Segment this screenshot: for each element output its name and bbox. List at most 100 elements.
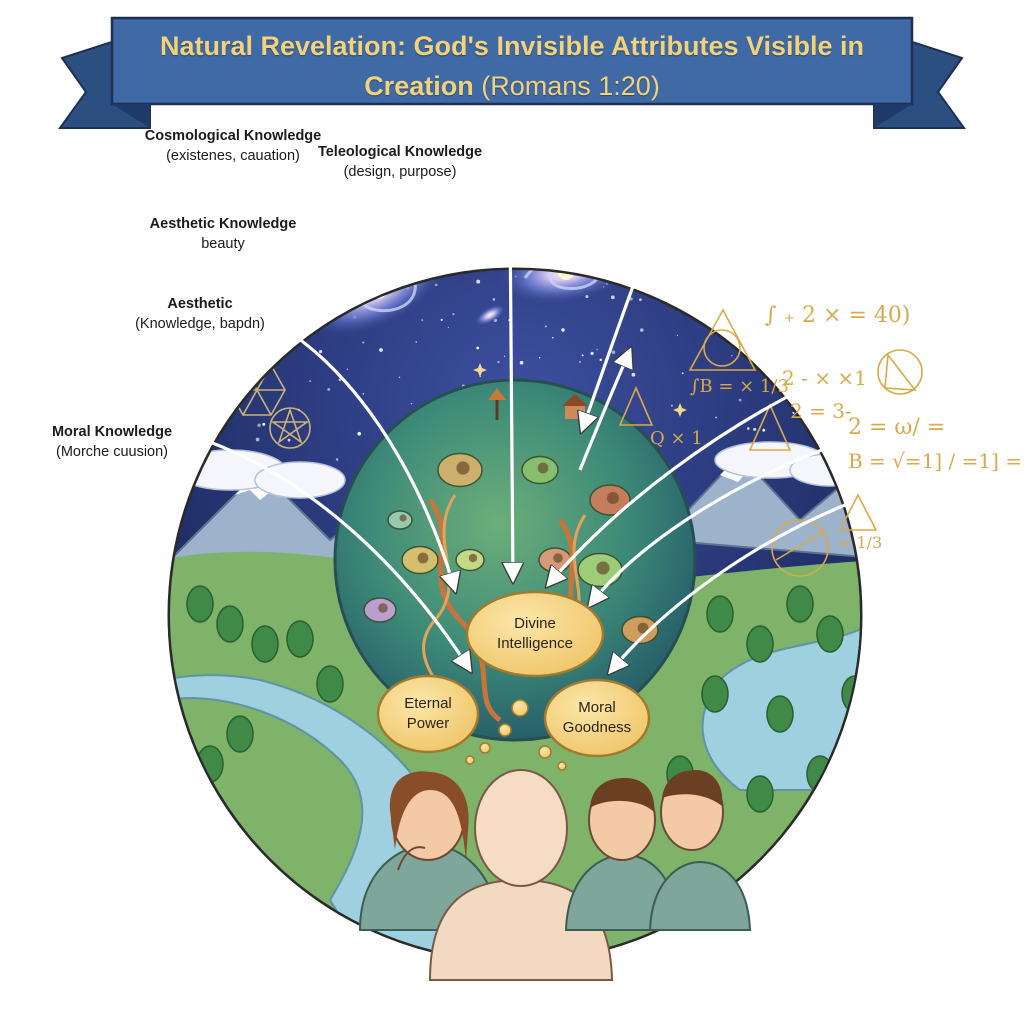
star-icon [309,380,312,383]
tree-icon [816,615,844,653]
star-icon [581,354,584,357]
star-icon [519,360,524,365]
attribute-line: Divine [514,615,556,632]
star-icon [676,334,679,337]
formula-text-group: ∫ ₊ 2 × = 40)∫B = × 1/32 - × ×12 = 3-2 =… [650,303,1022,552]
attribute-line: Moral [578,699,616,716]
person-woman-icon [358,771,502,931]
tree-icon [226,715,254,753]
star-icon [681,372,684,375]
arrow-up [578,350,630,471]
arrow-aesthetic [264,316,455,590]
star-icon [357,431,362,436]
formula-text: = 1/3 [838,533,882,552]
tree-icon [216,605,244,643]
star-icon [398,376,401,379]
star-icon [476,279,481,284]
triangle-icon [618,385,654,426]
formula-text: ∫B = × 1/3 [690,376,789,397]
star-icon [750,303,753,306]
star-icon [243,373,247,376]
label-heading: Aesthetic Knowledge [149,216,297,232]
star-icon [319,350,323,354]
cell-nucleus [596,561,610,575]
star-icon [262,422,266,426]
tree-icon [746,625,774,663]
attribute-eternal-power: Eternal Power [383,694,473,734]
star-icon [627,266,628,267]
star-icon [746,427,750,430]
formula-text: 2 - × ×1 [782,366,867,390]
star-icon [440,318,443,321]
star-icon [287,272,289,274]
star-icon [287,438,291,442]
triangle-icon [748,403,792,451]
tree-icon [706,595,734,633]
label-aesthetic: Aesthetic (Knowledge, bapdn) [100,294,300,334]
tree-icon [286,620,314,658]
star-icon [599,358,602,362]
cell-nucleus [607,492,619,504]
star-icon [201,354,205,358]
cell-nucleus [417,552,429,564]
label-subtitle: (existenes, cauation) [166,148,300,164]
arrow-right-top [548,383,811,585]
label-moral-knowledge: Moral Knowledge (Morche cuusion) [22,422,202,462]
person-man-icon [564,778,680,931]
attribute-moral-goodness: Moral Goodness [550,698,644,738]
star-icon [552,336,554,339]
formula-group [618,308,923,577]
bubble-eternal-power [376,674,480,754]
label-teleological-knowledge: Teleological Knowledge (design, purpose) [300,142,500,182]
star-icon [204,341,207,344]
star-icon [492,298,496,301]
tree-trunk [853,700,857,712]
arrow-right-mid [590,443,836,605]
tree-icon [186,585,214,623]
signpost-icon [488,388,506,420]
thought-bubbles [376,590,651,771]
earth-globe [333,378,697,742]
person-center-icon [428,769,614,981]
star-icon [262,266,265,269]
sparkle-icon [583,231,597,245]
star-icon [252,360,257,365]
star-icon [346,368,349,371]
star-icon [327,387,331,391]
arrow-teleological [582,239,652,430]
title-main: Natural Revelation: God's Invisible Attr… [159,31,865,101]
star-icon [248,336,250,338]
star-icon [610,295,615,300]
star-icon [590,351,594,356]
label-subtitle: (Morche cuusion) [55,444,168,460]
star-icon [832,329,837,334]
star-icon [213,342,216,345]
label-heading: Moral Knowledge [51,424,173,440]
attribute-line: Intelligence [497,635,573,652]
cell-nucleus [456,461,470,475]
star-icon [596,348,598,351]
star-icon [362,393,365,395]
people [358,769,752,981]
star-icon [629,297,633,301]
small-galaxy-icon [473,303,507,327]
attribute-divine-intelligence: Divine Intelligence [475,614,595,654]
label-subtitle: beauty [201,236,245,252]
formula-text: 2 = ω/ = [848,415,945,440]
sparkle-icon [423,231,437,245]
star-icon [762,428,766,432]
cell-nucleus [468,553,478,563]
star-icon [240,363,244,367]
tree-icon [701,675,729,713]
star-icon [715,416,717,419]
star-icon [753,427,757,431]
formula-text: B = √=1] / =1] = [848,449,1022,473]
star-icon [170,370,172,374]
star-icon [544,325,547,328]
star-icon [639,298,642,302]
star-icon [400,270,403,272]
star-icon [255,437,260,442]
bubble-moral-goodness [543,678,651,758]
star-icon [338,378,342,382]
